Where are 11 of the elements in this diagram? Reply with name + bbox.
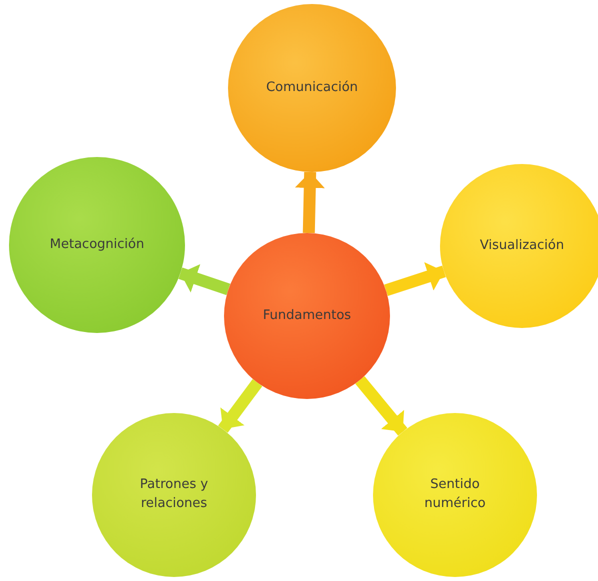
block-arrow	[178, 264, 230, 296]
block-arrow	[218, 379, 262, 433]
block-arrow	[384, 262, 446, 296]
node-label: Visualización	[480, 236, 564, 255]
node-label: Patrones y relaciones	[138, 476, 210, 513]
block-arrow	[294, 172, 325, 234]
node-label: Metacognición	[50, 236, 144, 254]
node-label: Comunicación	[266, 78, 358, 97]
node-label: Sentido numérico	[423, 476, 487, 513]
block-arrow	[355, 376, 408, 436]
node-label: Fundamentos	[262, 306, 352, 325]
